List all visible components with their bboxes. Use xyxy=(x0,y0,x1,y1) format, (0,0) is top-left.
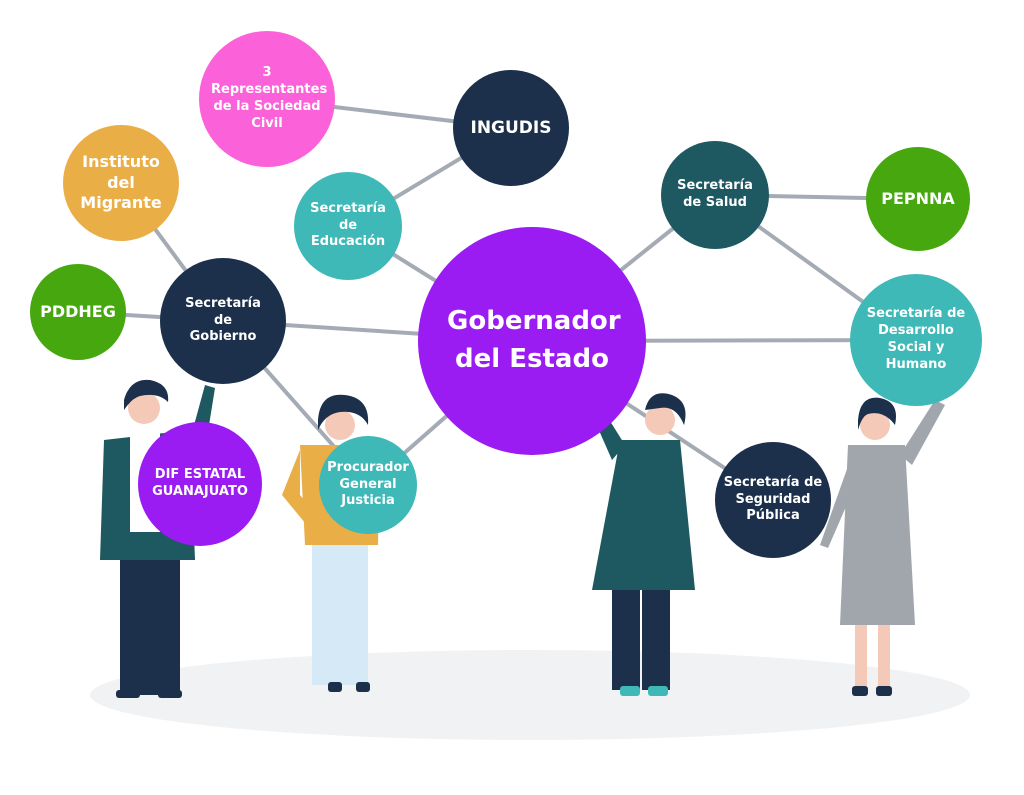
node-ingudis-label: INGUDIS xyxy=(470,117,552,138)
node-pddheg: PDDHEG xyxy=(30,264,126,360)
node-salud: Secretaría de Salud xyxy=(661,141,769,249)
floor-shadow xyxy=(90,650,970,740)
node-gobernador-label: Gobernador del Estado xyxy=(447,306,621,374)
node-procurador: Procurador General Justicia xyxy=(319,436,417,534)
node-seguridad: Secretaría de Seguridad Pública xyxy=(715,442,831,558)
node-desarrollo-label: Secretaría de Desarrollo Social y Humano xyxy=(866,306,966,372)
node-migrante: Instituto del Migrante xyxy=(63,125,179,241)
node-pddheg-label: PDDHEG xyxy=(40,301,116,321)
node-dif-label: DIF ESTATAL GUANAJUATO xyxy=(152,467,248,499)
node-gobierno: Secretaría de Gobierno xyxy=(160,258,286,384)
node-pepnna: PEPNNA xyxy=(866,147,970,251)
node-procurador-label: Procurador General Justicia xyxy=(327,459,409,509)
node-representantes: 3 Representantes de la Sociedad Civil xyxy=(199,31,335,167)
node-migrante-label: Instituto del Migrante xyxy=(80,151,162,213)
node-gobierno-label: Secretaría de Gobierno xyxy=(185,295,261,345)
person-illustration-center-right xyxy=(590,393,695,696)
node-dif: DIF ESTATAL GUANAJUATO xyxy=(138,422,262,546)
node-gobernador: Gobernador del Estado xyxy=(418,227,646,455)
node-educacion-label: Secretaría de Educación xyxy=(310,200,386,250)
node-salud-label: Secretaría de Salud xyxy=(677,178,753,210)
node-desarrollo: Secretaría de Desarrollo Social y Humano xyxy=(850,274,982,406)
node-pepnna-label: PEPNNA xyxy=(881,188,955,208)
node-educacion: Secretaría de Educación xyxy=(294,172,402,280)
node-ingudis: INGUDIS xyxy=(453,70,569,186)
node-seguridad-label: Secretaría de Seguridad Pública xyxy=(723,474,823,524)
person-illustration-right xyxy=(820,397,945,696)
node-representantes-label: 3 Representantes de la Sociedad Civil xyxy=(211,65,328,131)
